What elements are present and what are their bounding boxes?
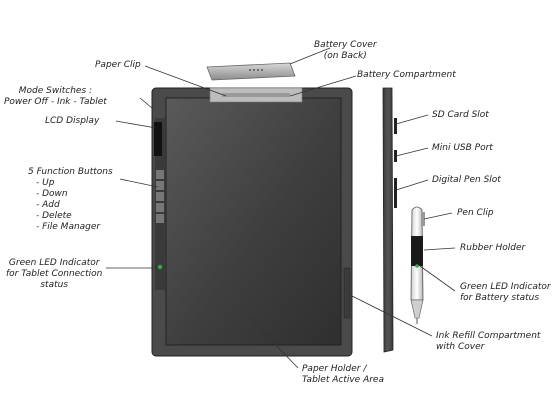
- label-mini-usb-port-line1: Mini USB Port: [432, 143, 493, 153]
- label-function-buttons-line4: - Add: [36, 200, 60, 210]
- paper-clip-teeth: [222, 93, 290, 97]
- label-lcd-display: LCD Display: [45, 116, 99, 127]
- label-green-led-battery-line1: Green LED Indicator: [460, 282, 551, 292]
- label-function-buttons-line2: - Up: [36, 178, 55, 188]
- label-green-led-tablet-line3: status: [40, 280, 69, 290]
- label-battery-compartment: Battery Compartment: [357, 70, 456, 81]
- tablet-side-view: [382, 87, 397, 353]
- label-rubber-holder: Rubber Holder: [460, 243, 525, 254]
- battery-cover: [206, 62, 296, 81]
- label-sd-card-slot-line1: SD Card Slot: [432, 110, 489, 120]
- label-paper-holder-line1: Paper Holder /: [302, 364, 367, 374]
- label-sd-card-slot: SD Card Slot: [432, 110, 489, 121]
- label-green-led-tablet: Green LED Indicator for Tablet Connectio…: [6, 258, 102, 291]
- label-function-buttons: 5 Function Buttons - Up - Down - Add - D…: [28, 167, 113, 233]
- label-green-led-tablet-line2: for Tablet Connection: [6, 269, 103, 279]
- label-paper-clip: Paper Clip: [95, 60, 141, 71]
- label-green-led-tablet-line1: Green LED Indicator: [8, 258, 100, 268]
- led-tablet: [157, 264, 163, 270]
- label-pen-clip-line1: Pen Clip: [457, 208, 494, 218]
- label-paper-holder: Paper Holder / Tablet Active Area: [302, 364, 384, 386]
- label-function-buttons-line3: - Down: [36, 189, 68, 199]
- label-function-buttons-line6: - File Manager: [36, 222, 101, 232]
- label-pen-clip: Pen Clip: [457, 208, 494, 219]
- label-digital-pen-slot: Digital Pen Slot: [432, 175, 501, 186]
- label-paper-clip-line1: Paper Clip: [95, 60, 141, 70]
- label-function-buttons-line1: 5 Function Buttons: [28, 167, 113, 177]
- label-mode-switches-line1: Mode Switches :: [18, 86, 93, 96]
- label-ink-refill: Ink Refill Compartment with Cover: [436, 331, 540, 353]
- label-green-led-battery-line2: for Battery status: [460, 293, 540, 303]
- function-buttons: [156, 170, 164, 223]
- label-rubber-holder-line1: Rubber Holder: [460, 243, 526, 253]
- label-ink-refill-line1: Ink Refill Compartment: [436, 331, 541, 341]
- label-digital-pen-slot-line1: Digital Pen Slot: [432, 175, 501, 185]
- label-mini-usb-port: Mini USB Port: [432, 143, 493, 154]
- label-battery-cover: Battery Cover (on Back): [314, 40, 377, 62]
- label-lcd-display-line1: LCD Display: [45, 116, 100, 126]
- lcd-display: [154, 122, 162, 156]
- callout-lines: [106, 47, 456, 369]
- tablet-body: [151, 87, 353, 357]
- digital-pen: [410, 206, 425, 324]
- label-battery-compartment-line1: Battery Compartment: [357, 70, 456, 80]
- label-ink-refill-line2: with Cover: [436, 342, 485, 352]
- label-mode-switches-line2: Power Off - Ink - Tablet: [4, 97, 107, 107]
- label-paper-holder-line2: Tablet Active Area: [302, 375, 384, 385]
- label-green-led-battery: Green LED Indicator for Battery status: [460, 282, 551, 304]
- label-mode-switches: Mode Switches : Power Off - Ink - Tablet: [4, 86, 107, 108]
- label-battery-cover-line2: (on Back): [323, 51, 367, 61]
- label-battery-cover-line1: Battery Cover: [314, 40, 377, 50]
- label-function-buttons-line5: - Delete: [36, 211, 72, 221]
